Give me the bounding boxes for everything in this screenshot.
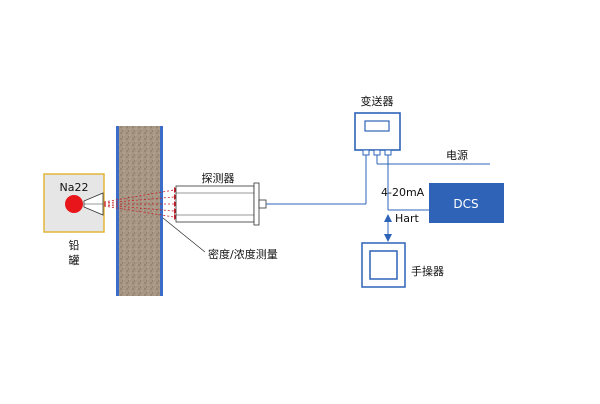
handheld-terminal: 手操器 bbox=[361, 242, 444, 288]
hart-arrow-down bbox=[384, 234, 392, 242]
detector-label: 探测器 bbox=[202, 172, 235, 185]
dcs-box bbox=[429, 183, 504, 223]
pipe-wall-right-edge bbox=[160, 126, 163, 296]
detector-body bbox=[175, 185, 255, 223]
hart-arrow-up bbox=[384, 214, 392, 222]
transmitter-port bbox=[373, 149, 381, 156]
transmitter-label: 变送器 bbox=[361, 94, 394, 108]
transmitter: 变送器 bbox=[354, 94, 401, 156]
measurement-label: 密度/浓度测量 bbox=[208, 247, 278, 261]
signal-label: 4-20mA bbox=[381, 186, 425, 199]
lead-tank-label-2: 罐 bbox=[69, 254, 80, 267]
detector-connector bbox=[258, 199, 267, 209]
transmitter-port bbox=[362, 149, 370, 156]
lead-tank-label-1: 铅 bbox=[69, 238, 80, 252]
detector-flange bbox=[253, 182, 260, 226]
lead-tank: Na22 铅 罐 bbox=[43, 173, 105, 267]
radiation-source-icon bbox=[65, 195, 83, 213]
wiring bbox=[266, 155, 490, 242]
handheld-label: 手操器 bbox=[411, 264, 444, 278]
pipe-wall bbox=[116, 126, 163, 296]
dcs-label: DCS bbox=[453, 197, 478, 211]
transmitter-display bbox=[364, 120, 390, 132]
transmitter-port bbox=[384, 149, 392, 156]
measurement-leader bbox=[162, 217, 206, 253]
pipe-wall-left-edge bbox=[116, 126, 119, 296]
pipe-wall-medium bbox=[116, 126, 163, 296]
detector: 探测器 bbox=[175, 172, 267, 226]
source-label: Na22 bbox=[60, 181, 89, 194]
handheld-screen bbox=[369, 250, 398, 280]
power-label: 电源 bbox=[446, 148, 468, 162]
hart-label: Hart bbox=[395, 212, 420, 225]
dcs: DCS bbox=[429, 183, 504, 223]
